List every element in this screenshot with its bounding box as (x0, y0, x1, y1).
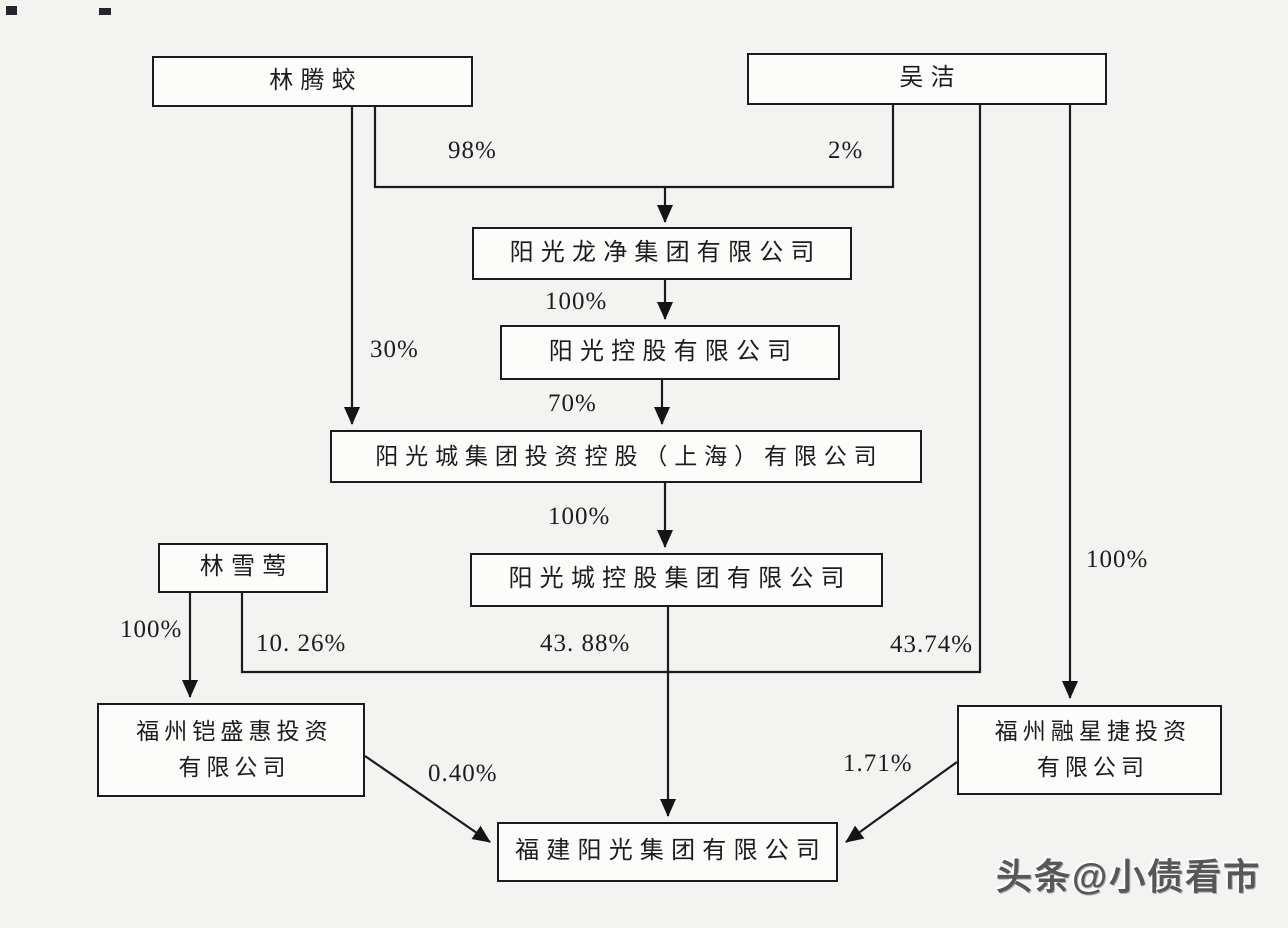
edge-label-2: 2% (828, 137, 864, 164)
edge-label-100-longjing: 100% (545, 288, 608, 315)
node-fuzhou-kaishenghui: 福州铠盛惠投资 有限公司 (97, 703, 365, 797)
node-yangguang-longjing: 阳光龙净集团有限公司 (472, 227, 852, 280)
node-fuzhou-rongxingjie: 福州融星捷投资 有限公司 (957, 705, 1222, 795)
watermark-text: 头条@小债看市 (996, 856, 1262, 897)
node-label-line1: 福州融星捷投资 (994, 719, 1192, 745)
node-label: 林腾蛟 (269, 67, 363, 94)
edge-label-98: 98% (448, 137, 497, 164)
node-label: 吴洁 (899, 65, 962, 92)
node-label: 阳光龙净集团有限公司 (509, 239, 822, 266)
edge-label-040: 0.40% (428, 760, 498, 787)
node-yangguang-city-holdings: 阳光城控股集团有限公司 (470, 553, 883, 607)
edge-label-171: 1.71% (843, 750, 913, 777)
node-label-line1: 福州铠盛惠投资 (136, 719, 333, 745)
edge-label-100-shanghai: 100% (548, 503, 611, 530)
node-lin-xueying: 林雪莺 (158, 543, 328, 593)
node-wu-jie: 吴洁 (747, 53, 1107, 105)
node-label: 阳光城集团投资控股（上海）有限公司 (375, 443, 884, 469)
node-label: 阳光控股有限公司 (548, 338, 799, 365)
node-lin-tengjiao: 林腾蛟 (152, 56, 473, 107)
edge-label-4388: 43. 88% (540, 630, 631, 657)
node-label: 阳光城控股集团有限公司 (508, 566, 852, 593)
edge-label-30: 30% (370, 336, 419, 363)
node-fujian-yangguang: 福建阳光集团有限公司 (497, 822, 838, 882)
scan-artifact (6, 6, 17, 15)
node-yangguang-city-invest-shanghai: 阳光城集团投资控股（上海）有限公司 (330, 430, 922, 483)
scan-artifact (99, 8, 111, 15)
edge-label-4374: 43.74% (890, 631, 974, 658)
edge-label-1026: 10. 26% (256, 630, 347, 657)
edge-label-100-xueying: 100% (120, 616, 183, 643)
node-label: 林雪莺 (199, 554, 294, 581)
edge-label-100-wujie: 100% (1086, 546, 1149, 573)
node-label-line2: 有限公司 (178, 755, 291, 780)
node-label-line2: 有限公司 (1036, 755, 1150, 780)
node-label: 福建阳光集团有限公司 (515, 838, 828, 865)
node-yangguang-holdings: 阳光控股有限公司 (500, 325, 840, 380)
edge-label-70: 70% (548, 390, 597, 417)
